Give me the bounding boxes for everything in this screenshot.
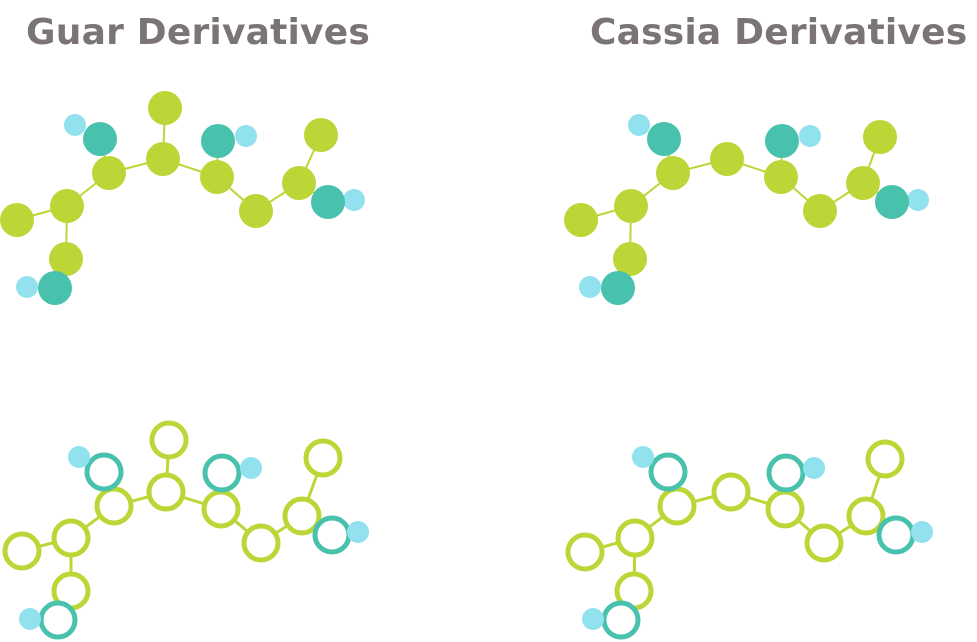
carbon-atom <box>846 166 880 200</box>
oxygen-atom <box>765 124 799 158</box>
hydrogen-atom <box>19 608 41 630</box>
carbon-atom <box>711 472 751 512</box>
cassia-outline-atoms <box>565 439 933 640</box>
guar-outline-molecule <box>2 420 369 640</box>
carbon-atom <box>303 438 343 478</box>
guar-filled-molecule <box>0 91 365 305</box>
hydrogen-atom <box>579 276 601 298</box>
carbon-atom <box>200 160 234 194</box>
hydrogen-atom <box>68 446 90 468</box>
oxygen-atom <box>84 452 124 492</box>
carbon-atom <box>304 118 338 152</box>
carbon-atom <box>657 486 697 526</box>
oxygen-atom <box>311 185 345 219</box>
carbon-atom <box>146 142 180 176</box>
cassia-filled-atoms <box>564 114 929 305</box>
oxygen-atom <box>38 271 72 305</box>
hydrogen-atom <box>799 125 821 147</box>
guar-outline-atoms <box>2 420 369 640</box>
hydrogen-atom <box>582 608 604 630</box>
cassia-filled-molecule <box>564 114 929 305</box>
carbon-atom <box>239 194 273 228</box>
carbon-atom <box>92 156 126 190</box>
carbon-atom <box>804 523 844 563</box>
hydrogen-atom <box>907 189 929 211</box>
oxygen-atom <box>312 515 352 555</box>
oxygen-atom <box>201 124 235 158</box>
carbon-atom <box>51 518 91 558</box>
oxygen-atom <box>83 122 117 156</box>
oxygen-atom <box>601 271 635 305</box>
carbon-atom <box>656 156 690 190</box>
carbon-atom <box>765 489 805 529</box>
carbon-atom <box>863 120 897 154</box>
carbon-atom <box>614 189 648 223</box>
carbon-atom <box>241 523 281 563</box>
carbon-atom <box>710 142 744 176</box>
carbon-atom <box>564 203 598 237</box>
oxygen-atom <box>876 515 916 555</box>
hydrogen-atom <box>343 189 365 211</box>
carbon-atom <box>49 242 83 276</box>
carbon-atom <box>201 489 241 529</box>
hydrogen-atom <box>64 114 86 136</box>
carbon-atom <box>615 518 655 558</box>
hydrogen-atom <box>240 457 262 479</box>
hydrogen-atom <box>632 446 654 468</box>
carbon-atom <box>2 531 42 571</box>
oxygen-atom <box>648 452 688 492</box>
carbon-atom <box>0 203 34 237</box>
carbon-atom <box>149 420 189 460</box>
carbon-atom <box>764 160 798 194</box>
carbon-atom <box>865 439 905 479</box>
guar-filled-atoms <box>0 91 365 305</box>
oxygen-atom <box>647 122 681 156</box>
oxygen-atom <box>601 600 641 640</box>
hydrogen-atom <box>911 521 933 543</box>
hydrogen-atom <box>803 457 825 479</box>
carbon-atom <box>148 91 182 125</box>
oxygen-atom <box>202 453 242 493</box>
cassia-derivatives-title: Cassia Derivatives <box>590 12 968 53</box>
guar-derivatives-title: Guar Derivatives <box>26 12 370 53</box>
carbon-atom <box>282 496 322 536</box>
cassia-outline-molecule <box>565 439 933 640</box>
carbon-atom <box>94 486 134 526</box>
oxygen-atom <box>766 453 806 493</box>
hydrogen-atom <box>628 114 650 136</box>
carbon-atom <box>846 496 886 536</box>
hydrogen-atom <box>16 276 38 298</box>
carbon-atom <box>803 194 837 228</box>
oxygen-atom <box>875 185 909 219</box>
oxygen-atom <box>38 600 78 640</box>
hydrogen-atom <box>347 521 369 543</box>
carbon-atom <box>613 242 647 276</box>
carbon-atom <box>146 472 186 512</box>
carbon-atom <box>282 166 316 200</box>
carbon-atom <box>50 189 84 223</box>
carbon-atom <box>565 532 605 572</box>
hydrogen-atom <box>235 125 257 147</box>
